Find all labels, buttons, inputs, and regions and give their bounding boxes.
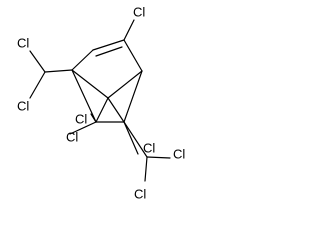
bond — [95, 97, 109, 123]
chlorine-label: Cl — [75, 112, 87, 127]
bond — [144, 156, 148, 182]
bond — [92, 39, 125, 51]
bond — [90, 113, 97, 123]
bonds — [29, 19, 171, 182]
chlorine-label: Cl — [133, 5, 145, 20]
bond — [69, 121, 97, 135]
bond — [123, 19, 135, 41]
chlorine-label: Cl — [143, 141, 155, 156]
chlorine-label: Cl — [134, 187, 146, 202]
bond — [71, 69, 109, 99]
chlorine-label: Cl — [17, 99, 29, 114]
atom-labels: Cl Cl Cl Cl Cl Cl Cl Cl — [17, 5, 185, 202]
bond — [107, 97, 125, 123]
bond — [71, 69, 97, 123]
bond — [95, 46, 123, 57]
chlorine-label: Cl — [17, 36, 29, 51]
chlorine-label: Cl — [66, 130, 78, 145]
bond — [123, 121, 139, 155]
bond — [146, 156, 171, 159]
chlorine-label: Cl — [173, 147, 185, 162]
bond — [107, 70, 143, 99]
chemical-structure: Cl Cl Cl Cl Cl Cl Cl Cl — [17, 5, 185, 202]
bond — [71, 49, 94, 71]
bond — [44, 69, 73, 73]
bond — [123, 70, 143, 123]
bond — [29, 71, 46, 99]
bond — [29, 50, 46, 73]
bond — [123, 39, 143, 72]
bond — [123, 121, 148, 158]
